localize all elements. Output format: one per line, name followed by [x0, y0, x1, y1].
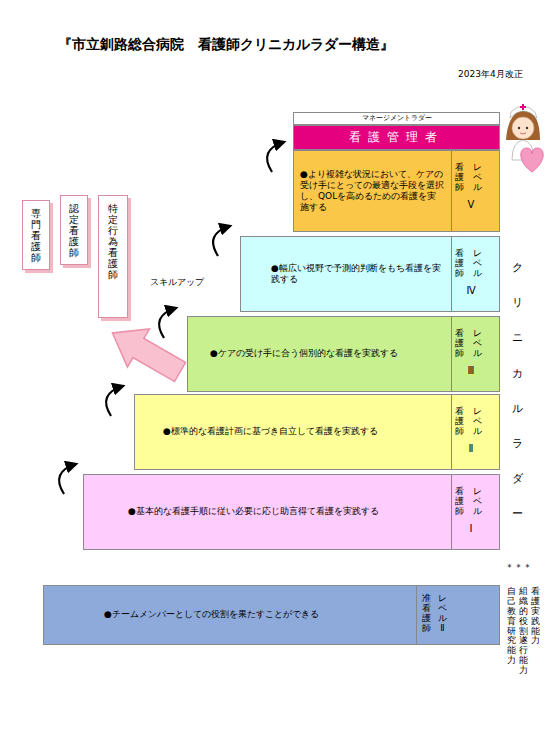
box-label: マネージメントラダー	[294, 113, 499, 123]
ladder-step: ●幅広い視野で予測的判断をもち看護を実践する 看護師レベル Ⅳ	[240, 236, 500, 312]
step-description: ●チームメンバーとしての役割を果たすことができる	[104, 609, 404, 620]
box-label: Ⅰ	[453, 523, 489, 536]
vertical-label: 専門看護師	[31, 208, 41, 263]
vertical-label: 看護師	[455, 249, 464, 279]
role-box: 特定行為看護師	[98, 195, 128, 318]
vertical-label: 認定看護師	[69, 203, 79, 258]
vertical-label: レベルⅡ	[438, 594, 447, 634]
ladder-step: マネージメントラダー	[293, 112, 500, 125]
ladder-step: 看護管理者	[293, 125, 500, 150]
step-description: ●ケアの受け手に合う個別的な看護を実践する	[210, 348, 445, 359]
role-box: 認定看護師	[60, 195, 88, 265]
cell-divider	[451, 317, 452, 391]
ladder-step: ●標準的な看護計画に基づき自立して看護を実践する 看護師レベル Ⅱ	[134, 394, 500, 470]
ability-column: 看護実践能力	[531, 587, 540, 646]
vertical-label: 特定行為看護師	[108, 203, 118, 280]
ability-column: 自己教育・研究能力	[507, 587, 516, 666]
vertical-label: レベル	[473, 487, 482, 517]
vertical-label: 看護師	[455, 163, 464, 193]
vertical-label: 看護師	[455, 329, 464, 359]
note-marks: ＊＊＊	[505, 561, 532, 574]
box-label: Ⅴ	[453, 199, 489, 212]
step-description: ●基本的な看護手順に従い必要に応じ助言得て看護を実践する	[128, 506, 445, 517]
step-description: ●より複雑な状況において、ケアの受け手にとっての最適な手段を選択し、QOLを高め…	[300, 169, 445, 214]
vertical-label: レベル	[473, 249, 482, 279]
ability-column: 組織的役割遂行能力	[519, 587, 528, 676]
skill-up-label: スキルアップ	[150, 276, 204, 289]
vertical-label: 看護師	[455, 407, 464, 437]
cell-divider	[451, 475, 452, 549]
ladder-step: ●チームメンバーとしての役割を果たすことができる 准看護師レベルⅡ	[43, 585, 500, 645]
ladder-step: ●より複雑な状況において、ケアの受け手にとっての最適な手段を選択し、QOLを高め…	[293, 150, 500, 232]
box-label: Ⅱ	[453, 443, 489, 456]
box-label: 看護管理者	[294, 130, 499, 145]
cell-divider	[451, 151, 452, 231]
skill-up-arrow	[101, 314, 191, 391]
vertical-label: 准看護師	[422, 594, 431, 634]
cell-divider	[451, 237, 452, 311]
ladder-vertical-title: クリニカルラダー	[512, 250, 523, 532]
nurse-illustration	[506, 104, 543, 172]
box-label: Ⅳ	[453, 285, 489, 298]
vertical-label: レベル	[473, 329, 482, 359]
cell-divider	[451, 395, 452, 469]
vertical-label: レベル	[473, 407, 482, 437]
step-description: ●幅広い視野で予測的判断をもち看護を実践する	[271, 263, 445, 286]
cell-divider	[416, 586, 417, 644]
step-description: ●標準的な看護計画に基づき自立して看護を実践する	[163, 426, 445, 437]
revision-date: 2023年4月改正	[458, 68, 523, 81]
box-label: Ⅲ	[453, 365, 489, 378]
diagram-title: 『市立釧路総合病院 看護師クリニカルラダー構造』	[58, 36, 394, 54]
vertical-label: 看護師	[455, 487, 464, 517]
vertical-label: レベル	[473, 163, 482, 193]
ladder-step: ●基本的な看護手順に従い必要に応じ助言得て看護を実践する 看護師レベル Ⅰ	[83, 474, 500, 550]
role-box: 専門看護師	[22, 200, 50, 270]
ladder-step: ●ケアの受け手に合う個別的な看護を実践する 看護師レベル Ⅲ	[187, 316, 500, 392]
